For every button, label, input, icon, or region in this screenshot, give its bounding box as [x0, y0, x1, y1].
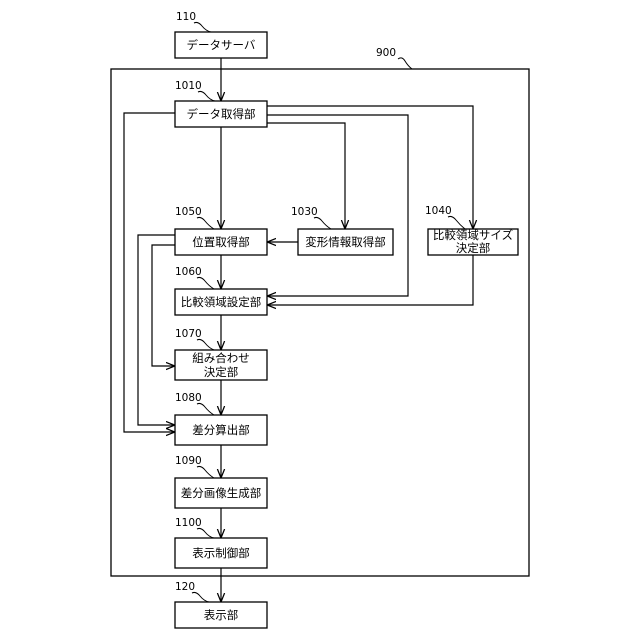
- leader-1010: [198, 91, 215, 101]
- image-processing-device-frame: [111, 69, 529, 576]
- display-block: 表示部: [175, 602, 267, 628]
- ref-1100: 1100: [175, 517, 202, 529]
- leader-1080: [197, 403, 214, 415]
- display-control-block: 表示制御部: [175, 538, 267, 568]
- comparison-region-size-block: 比較領域サイズ 決定部: [428, 228, 518, 255]
- leader-1060: [197, 277, 214, 289]
- ref-900: 900: [376, 47, 396, 59]
- leader-1100: [197, 528, 214, 538]
- comparison-region-size-label-line2: 決定部: [456, 241, 491, 255]
- ref-110: 110: [176, 11, 196, 23]
- difference-image-label: 差分画像生成部: [181, 486, 262, 500]
- leader-1050: [197, 217, 214, 229]
- difference-image-block: 差分画像生成部: [175, 478, 267, 508]
- leader-1070: [197, 339, 214, 350]
- leader-1030: [314, 217, 331, 229]
- arrow-position-to-combination: [152, 245, 175, 366]
- deformation-info-label: 変形情報取得部: [305, 235, 386, 249]
- ref-1040: 1040: [425, 205, 452, 217]
- combination-block: 組み合わせ 決定部: [175, 350, 267, 380]
- ref-120: 120: [175, 581, 195, 593]
- data-acquisition-label: データ取得部: [187, 107, 256, 121]
- ref-1010: 1010: [175, 80, 202, 92]
- ref-1080: 1080: [175, 392, 202, 404]
- leader-1090: [197, 466, 214, 478]
- arrow-acquisition-to-difference: [124, 113, 175, 432]
- leader-110: [194, 22, 211, 32]
- arrow-acquisition-to-setting: [267, 115, 408, 296]
- arrow-region-size-to-setting: [267, 255, 473, 305]
- comparison-region-setting-label: 比較領域設定部: [181, 295, 262, 309]
- position-acquisition-label: 位置取得部: [192, 235, 250, 249]
- ref-1070: 1070: [175, 328, 202, 340]
- ref-1050: 1050: [175, 206, 202, 218]
- difference-calc-label: 差分算出部: [192, 423, 250, 437]
- ref-1060: 1060: [175, 266, 202, 278]
- arrow-position-to-difference: [138, 235, 175, 425]
- ref-1030: 1030: [291, 206, 318, 218]
- comparison-region-setting-block: 比較領域設定部: [175, 289, 267, 315]
- comparison-region-size-label-line1: 比較領域サイズ: [433, 228, 513, 242]
- data-acquisition-block: データ取得部: [175, 101, 267, 127]
- display-control-label: 表示制御部: [192, 546, 250, 560]
- difference-calc-block: 差分算出部: [175, 415, 267, 445]
- data-server-label: データサーバ: [187, 38, 256, 52]
- combination-label-line1: 組み合わせ: [192, 351, 250, 365]
- display-label: 表示部: [204, 608, 239, 622]
- position-acquisition-block: 位置取得部: [175, 229, 267, 255]
- leader-900: [398, 58, 412, 69]
- leader-120: [192, 592, 209, 602]
- combination-label-line2: 決定部: [204, 365, 239, 379]
- deformation-info-block: 変形情報取得部: [298, 229, 393, 255]
- data-server-block: データサーバ: [175, 32, 267, 58]
- ref-1090: 1090: [175, 455, 202, 467]
